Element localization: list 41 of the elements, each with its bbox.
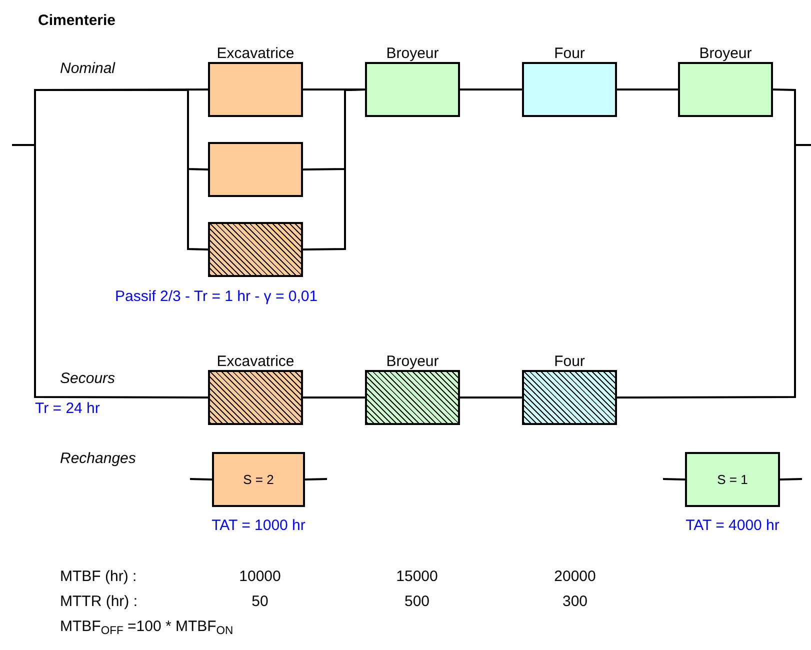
branch-label: Nominal [60,60,116,78]
connector-line [617,88,678,90]
parameter-note: Passif 2/3 - Tr = 1 hr - γ = 0,01 [115,288,318,306]
connector-line [460,88,522,90]
connector-line [460,396,522,398]
block-title: Broyeur [386,353,439,371]
block-title: Broyeur [699,45,752,63]
spare-count: S = 1 [717,470,748,489]
table-value: 50 [252,593,268,611]
connector-line [12,88,208,146]
connector-line [303,396,365,398]
block-title: Four [554,45,585,63]
block-title: Four [554,353,585,371]
row-header: MTTR (hr) : [60,593,138,611]
block-title: Broyeur [386,45,439,63]
parameter-note: Tr = 24 hr [35,400,100,418]
connector-line [190,478,212,480]
connector-line [780,478,802,480]
table-value: 500 [404,593,430,611]
connector-line [302,88,366,250]
spare-count: S = 2 [243,470,274,489]
connector-line [304,478,328,480]
connector-line [34,145,208,398]
turnaround-note: TAT = 1000 hr [212,517,306,535]
turnaround-note: TAT = 4000 hr [686,517,780,535]
connector-line [662,478,686,480]
connector-line [35,89,208,170]
excavator-block [208,142,303,197]
table-value: 10000 [239,568,281,586]
table-value: 20000 [554,568,596,586]
row-header: MTBF (hr) : [60,568,137,586]
formula-note: MTBF$_{OFF}$ =100 * MTBF$_{ON}$ [60,618,234,636]
diagram-title: Cimenterie [38,11,116,31]
block-title: Excavatrice [216,353,294,371]
hatched-excavator-block [208,222,303,277]
block-title: Excavatrice [216,45,294,63]
table-value: 15000 [396,568,438,586]
branch-label: Rechanges [60,450,136,468]
table-value: 300 [562,593,588,611]
branch-label: Secours [60,370,116,388]
connector-line [187,90,208,250]
